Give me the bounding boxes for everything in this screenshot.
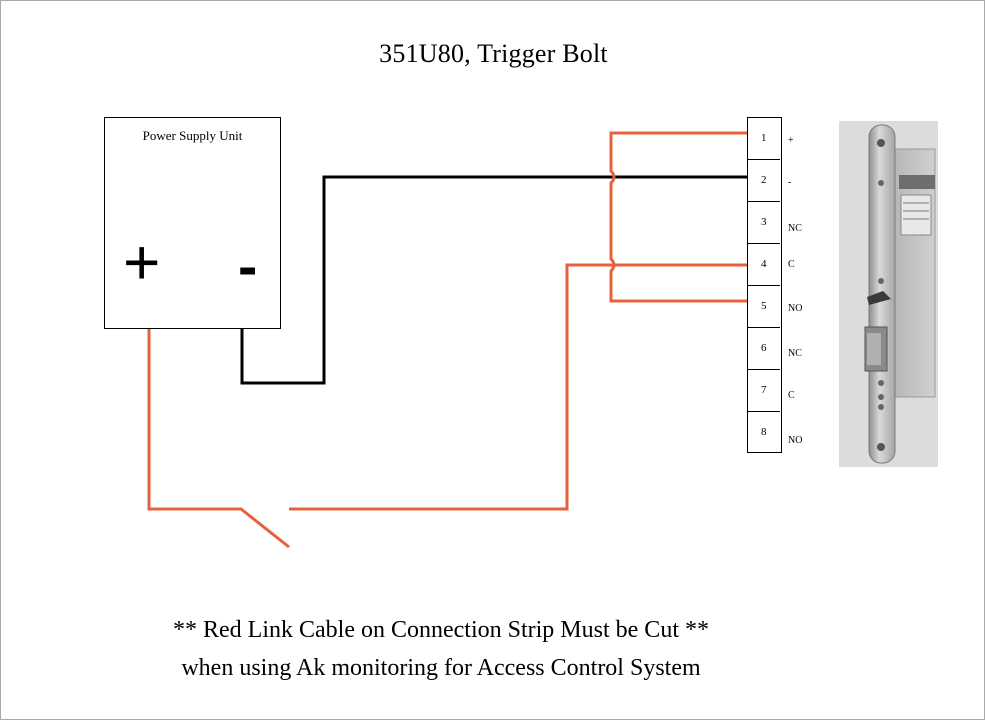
terminal-3: 3	[748, 202, 780, 244]
terminal-number: 1	[761, 132, 767, 144]
terminal-7: 7	[748, 370, 780, 412]
terminal-number: 5	[761, 300, 767, 312]
psu-minus-symbol: -	[238, 234, 258, 299]
warning-note-line-2: when using Ak monitoring for Access Cont…	[181, 655, 701, 681]
terminal-6: 6	[748, 328, 780, 370]
power-supply-unit: Power Supply Unit + -	[104, 117, 281, 329]
terminal-label-8: NO	[788, 435, 803, 446]
red-wire-switch-to-terminal-4	[289, 263, 748, 511]
terminal-1: 1	[748, 118, 780, 160]
red-link-cable	[609, 131, 748, 303]
terminal-5: 5	[748, 286, 780, 328]
terminal-label-3: NC	[788, 223, 802, 234]
terminal-label-6: NC	[788, 348, 802, 359]
terminal-8: 8	[748, 412, 780, 454]
terminal-number: 2	[761, 174, 767, 186]
connection-strip: 1 2 3 4 5 6 7 8	[747, 117, 782, 453]
diagram-title: 351U80, Trigger Bolt	[379, 39, 608, 68]
terminal-label-1: +	[788, 135, 794, 146]
terminal-label-4: C	[788, 259, 795, 270]
terminal-4: 4	[748, 244, 780, 286]
psu-label: Power Supply Unit	[142, 128, 243, 143]
terminal-number: 7	[761, 384, 767, 396]
red-wire-positive	[147, 329, 290, 549]
warning-note-line-1: ** Red Link Cable on Connection Strip Mu…	[173, 617, 709, 643]
terminal-label-2: -	[788, 177, 792, 188]
terminal-label-7: C	[788, 390, 795, 401]
black-wire-negative	[240, 175, 748, 385]
terminal-number: 4	[761, 258, 767, 270]
trigger-bolt-lock-image	[839, 121, 938, 467]
terminal-label-5: NO	[788, 303, 803, 314]
lock-illustration	[864, 124, 936, 464]
terminal-number: 8	[761, 426, 767, 438]
terminal-number: 3	[761, 216, 767, 228]
psu-plus-symbol: +	[123, 226, 161, 298]
terminal-number: 6	[761, 342, 767, 354]
terminal-2: 2	[748, 160, 780, 202]
